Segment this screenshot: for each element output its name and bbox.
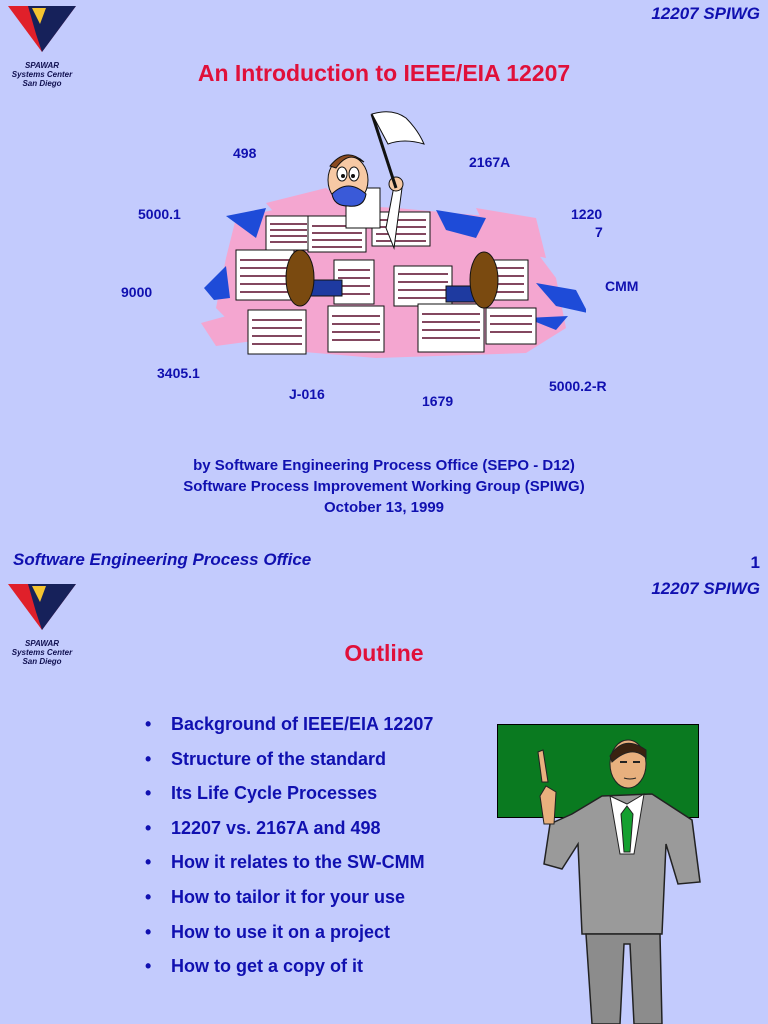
slide-header: 12207 SPIWG: [651, 4, 760, 23]
slide-2: 12207 SPIWG SPAWAR Systems Center San Di…: [0, 576, 768, 1024]
standard-label: 498: [233, 145, 257, 161]
slide-title: Outline: [344, 640, 424, 666]
presenter-clipart: [537, 739, 701, 1024]
list-item: •How to get a copy of it: [145, 956, 363, 977]
standard-label: 1220: [571, 206, 603, 222]
standard-label: 1679: [422, 393, 454, 409]
page-number: 1: [750, 553, 760, 572]
credits-date: October 13, 1999: [323, 499, 445, 516]
standard-label: 7: [595, 224, 603, 240]
credits-author: by Software Engineering Process Office (…: [193, 457, 575, 474]
slide-title: An Introduction to IEEE/EIA 12207: [197, 60, 571, 86]
credits-group: Software Process Improvement Working Gro…: [183, 478, 585, 495]
spawar-logo-icon: [8, 584, 76, 630]
slide-header: 12207 SPIWG: [651, 579, 760, 598]
slide-footer: Software Engineering Process Office: [13, 550, 312, 569]
list-item: •Structure of the standard: [145, 748, 387, 769]
list-item: •Its Life Cycle Processes: [145, 783, 378, 804]
credits: by Software Engineering Process Office (…: [0, 455, 768, 518]
list-item: •How it relates to the SW-CMM: [145, 852, 425, 873]
logo-caption: SPAWAR Systems Center San Diego: [11, 639, 73, 666]
standard-label: 2167A: [469, 154, 511, 170]
paper-pile-clipart: [201, 111, 586, 358]
standard-label: J-016: [289, 386, 325, 402]
standard-label: 5000.2-R: [549, 378, 607, 394]
list-item: •Background of IEEE/EIA 12207: [145, 714, 434, 734]
spawar-logo: SPAWAR Systems Center San Diego: [6, 582, 78, 666]
outline-list: •Background of IEEE/EIA 12207 •Structure…: [145, 714, 433, 991]
standard-label: CMM: [605, 278, 639, 294]
slide-1: 12207 SPIWG SPAWAR Systems Center San Di…: [0, 4, 768, 572]
standard-label: 3405.1: [157, 365, 200, 381]
spawar-logo-icon: [8, 6, 76, 52]
standard-label: 9000: [121, 284, 153, 300]
list-item: •How to tailor it for your use: [145, 886, 406, 907]
list-item: •12207 vs. 2167A and 498: [145, 817, 381, 838]
list-item: •How to use it on a project: [145, 921, 391, 942]
spawar-logo: SPAWAR Systems Center San Diego: [6, 4, 78, 88]
standard-label: 5000.1: [138, 206, 181, 222]
logo-caption: SPAWAR Systems Center San Diego: [11, 61, 73, 88]
